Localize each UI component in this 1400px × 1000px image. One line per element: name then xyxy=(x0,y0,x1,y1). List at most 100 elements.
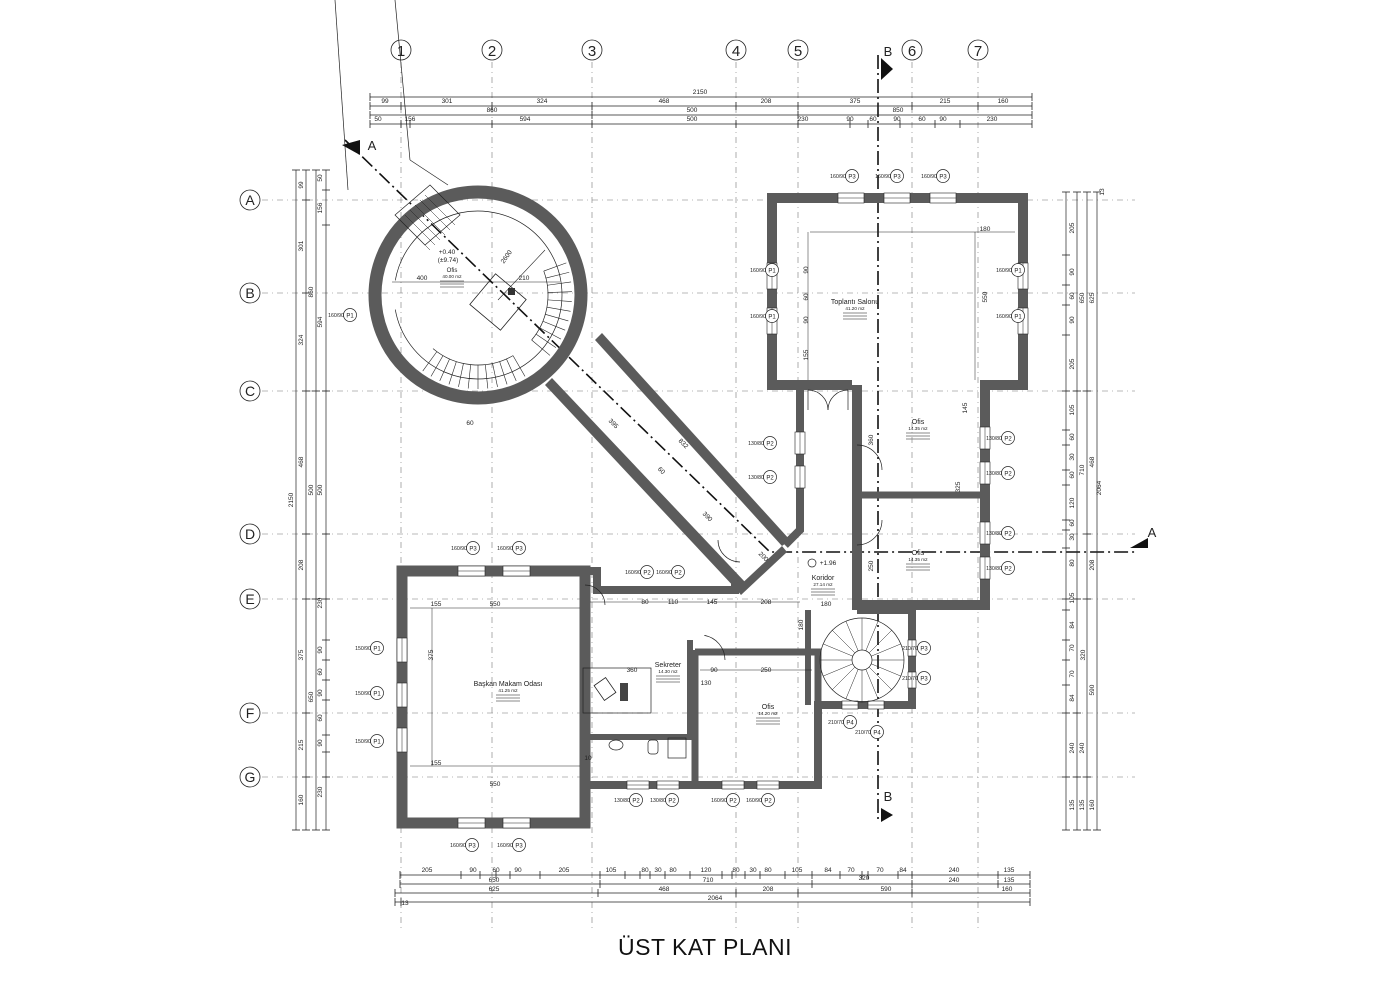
window-tag-label: P2 xyxy=(1004,436,1012,442)
dimension-label-bottom: 160 xyxy=(1002,886,1013,893)
grid-bubble-column xyxy=(967,39,989,61)
interior-dimension-label: 360 xyxy=(868,434,875,445)
grid-label-row: E xyxy=(245,591,254,607)
window-size-label: 160/90 xyxy=(656,570,672,576)
window-tag-label: P2 xyxy=(1004,471,1012,477)
window-tag-label: P2 xyxy=(766,475,774,481)
diagonal-corridor-wall xyxy=(545,378,745,589)
dimension-label-left: 215 xyxy=(298,739,305,750)
equipment xyxy=(508,288,515,295)
room-name: Ofis xyxy=(447,268,458,274)
interior-dimension-label: 145 xyxy=(707,599,718,606)
secretary-bottom-wall xyxy=(585,606,916,789)
window-size-label: 160/90 xyxy=(746,798,762,804)
window-tag-label: P1 xyxy=(373,646,381,652)
window-size-label: 150/90 xyxy=(355,739,371,745)
window-tag-circle xyxy=(890,169,904,183)
dimension-label-bottom: 205 xyxy=(422,867,433,874)
room-area: 41.20 m2 xyxy=(845,306,865,311)
dimension-label-left: 99 xyxy=(298,181,305,189)
grid-label-row: B xyxy=(245,285,254,301)
grid-label-column: 6 xyxy=(908,43,916,60)
dimension-label-top: 90 xyxy=(893,116,901,123)
stair-tread xyxy=(399,219,431,251)
grid-bubble-row xyxy=(239,766,261,788)
dimension-label-right: 30 xyxy=(1069,533,1076,541)
stair-inner-arc xyxy=(432,348,514,366)
door-swing xyxy=(704,635,726,661)
window-tag-circle xyxy=(629,793,643,807)
interior-dimension-label: 90 xyxy=(803,316,810,324)
window-tag-circle xyxy=(765,263,779,277)
stair-tread xyxy=(531,339,551,356)
room-area: 41.25 m2 xyxy=(498,688,518,693)
dimension-label-left: 2150 xyxy=(288,492,295,507)
window-tag-label: P3 xyxy=(939,174,947,180)
dimension-label-right: 205 xyxy=(1069,222,1076,233)
stair-tread xyxy=(485,364,489,389)
dimension-label-top: 50 xyxy=(374,116,382,123)
room-area: 14.35 m2 xyxy=(908,426,928,431)
window-tag-label: P2 xyxy=(1004,531,1012,537)
window-tag-circle xyxy=(343,308,357,322)
shower xyxy=(667,737,687,759)
stair-tread xyxy=(845,669,859,699)
door-swing xyxy=(856,444,883,471)
window-size-label: 130/80 xyxy=(986,471,1002,477)
window-tag-label: P2 xyxy=(764,798,772,804)
window-size-label: 160/90 xyxy=(497,546,513,552)
dimension-label-bottom: 80 xyxy=(669,867,677,874)
section-label-a: A xyxy=(1148,525,1157,540)
window-tag-circle xyxy=(917,671,931,685)
window-tag-circle xyxy=(370,641,384,655)
window-size-label: 160/90 xyxy=(625,570,641,576)
window-tag-label: P3 xyxy=(515,546,523,552)
walls xyxy=(368,185,1028,829)
interior-dimension-label: 550 xyxy=(982,291,989,302)
window-tag-circle xyxy=(763,470,777,484)
dimension-label-left: 90 xyxy=(317,646,324,654)
window-size-label: 160/90 xyxy=(750,314,766,320)
grid-bubble-row xyxy=(239,189,261,211)
window-size-label: 210/70 xyxy=(855,730,871,736)
stair-tread xyxy=(539,327,562,340)
dimension-label-bottom: 468 xyxy=(659,886,670,893)
door-swing xyxy=(827,389,849,411)
interior-dimension-label: 10 xyxy=(584,755,592,762)
window-tag-label: P2 xyxy=(643,570,651,576)
window-tag-circle xyxy=(845,169,859,183)
window-size-label: 130/80 xyxy=(986,436,1002,442)
diagonal-corridor-wall xyxy=(595,333,790,546)
window-size-label: 130/80 xyxy=(748,475,764,481)
dimension-label-bottom: 650 xyxy=(489,877,500,884)
dimension-label-right: 30 xyxy=(1069,453,1076,461)
plan-details xyxy=(334,0,1029,852)
room-name: Ofis xyxy=(912,550,925,557)
secretary-desk xyxy=(582,667,652,714)
site-line xyxy=(334,0,349,191)
window-size-label: 130/80 xyxy=(650,798,666,804)
window-tag-label: P3 xyxy=(469,546,477,552)
dimension-label-bottom: 135 xyxy=(1004,877,1015,884)
stair-inner-arc xyxy=(531,270,549,341)
dimension-label-left: 50 xyxy=(317,174,324,182)
dimension-label-bottom: 80 xyxy=(764,867,772,874)
grid-bubble-row xyxy=(239,282,261,304)
corridor-wall xyxy=(782,385,804,548)
dimension-label-left: 468 xyxy=(298,456,305,467)
window-size-label: 160/90 xyxy=(328,313,344,319)
window-size-label: 210/70 xyxy=(902,676,918,682)
grid-bubble-column xyxy=(481,39,503,61)
dimension-label-bottom: 60 xyxy=(492,867,500,874)
dimension-label-bottom: 625 xyxy=(489,886,500,893)
interior-dimension-label: 210 xyxy=(519,275,530,282)
grid-label-row: C xyxy=(245,383,255,399)
dimension-label-right: 590 xyxy=(1089,684,1096,695)
wc-wall xyxy=(585,640,693,740)
stair-tread xyxy=(458,363,464,388)
window-tag-circle xyxy=(466,541,480,555)
interior-dimension-label: 400 xyxy=(417,275,428,282)
window-tag-label: P4 xyxy=(846,720,854,726)
room-name: Sekreter xyxy=(655,662,682,669)
